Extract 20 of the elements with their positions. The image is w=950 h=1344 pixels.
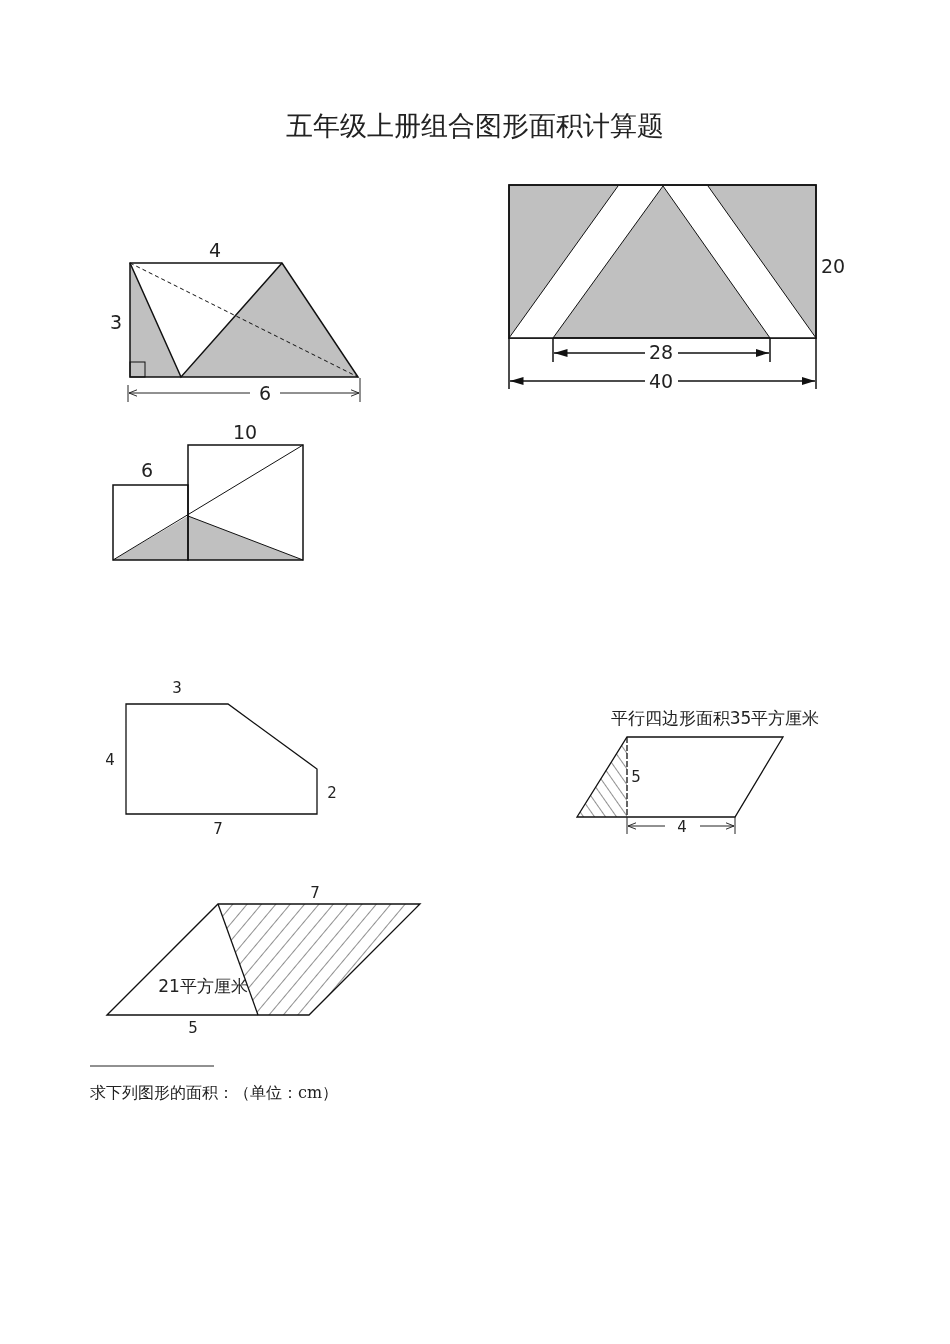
dimension-label: 2 [327,785,337,801]
dimension-label: 6 [258,383,272,403]
dimension-label: 4 [208,240,222,260]
dimension-label: 5 [188,1020,198,1036]
dimension-label: 10 [232,422,258,442]
dimension-label: 20 [820,256,846,276]
area-note: 21平方厘米 [158,977,248,995]
dimension-label: 3 [172,680,182,696]
dimension-label: 7 [310,885,320,901]
dimension-label: 5 [631,769,641,785]
dimension-label: 3 [109,312,123,332]
dimension-label: 40 [648,371,674,391]
dimension-label: 4 [677,819,687,835]
dimension-label: 4 [105,752,115,768]
dimension-label: 28 [648,342,674,362]
dimension-label: 7 [213,821,223,837]
dimension-label: 6 [140,460,154,480]
instruction-text: 求下列图形的面积：（单位：cm） [90,1085,339,1101]
page-title: 五年级上册组合图形面积计算题 [286,111,664,139]
area-note: 平行四边形面积35平方厘米 [610,709,820,727]
